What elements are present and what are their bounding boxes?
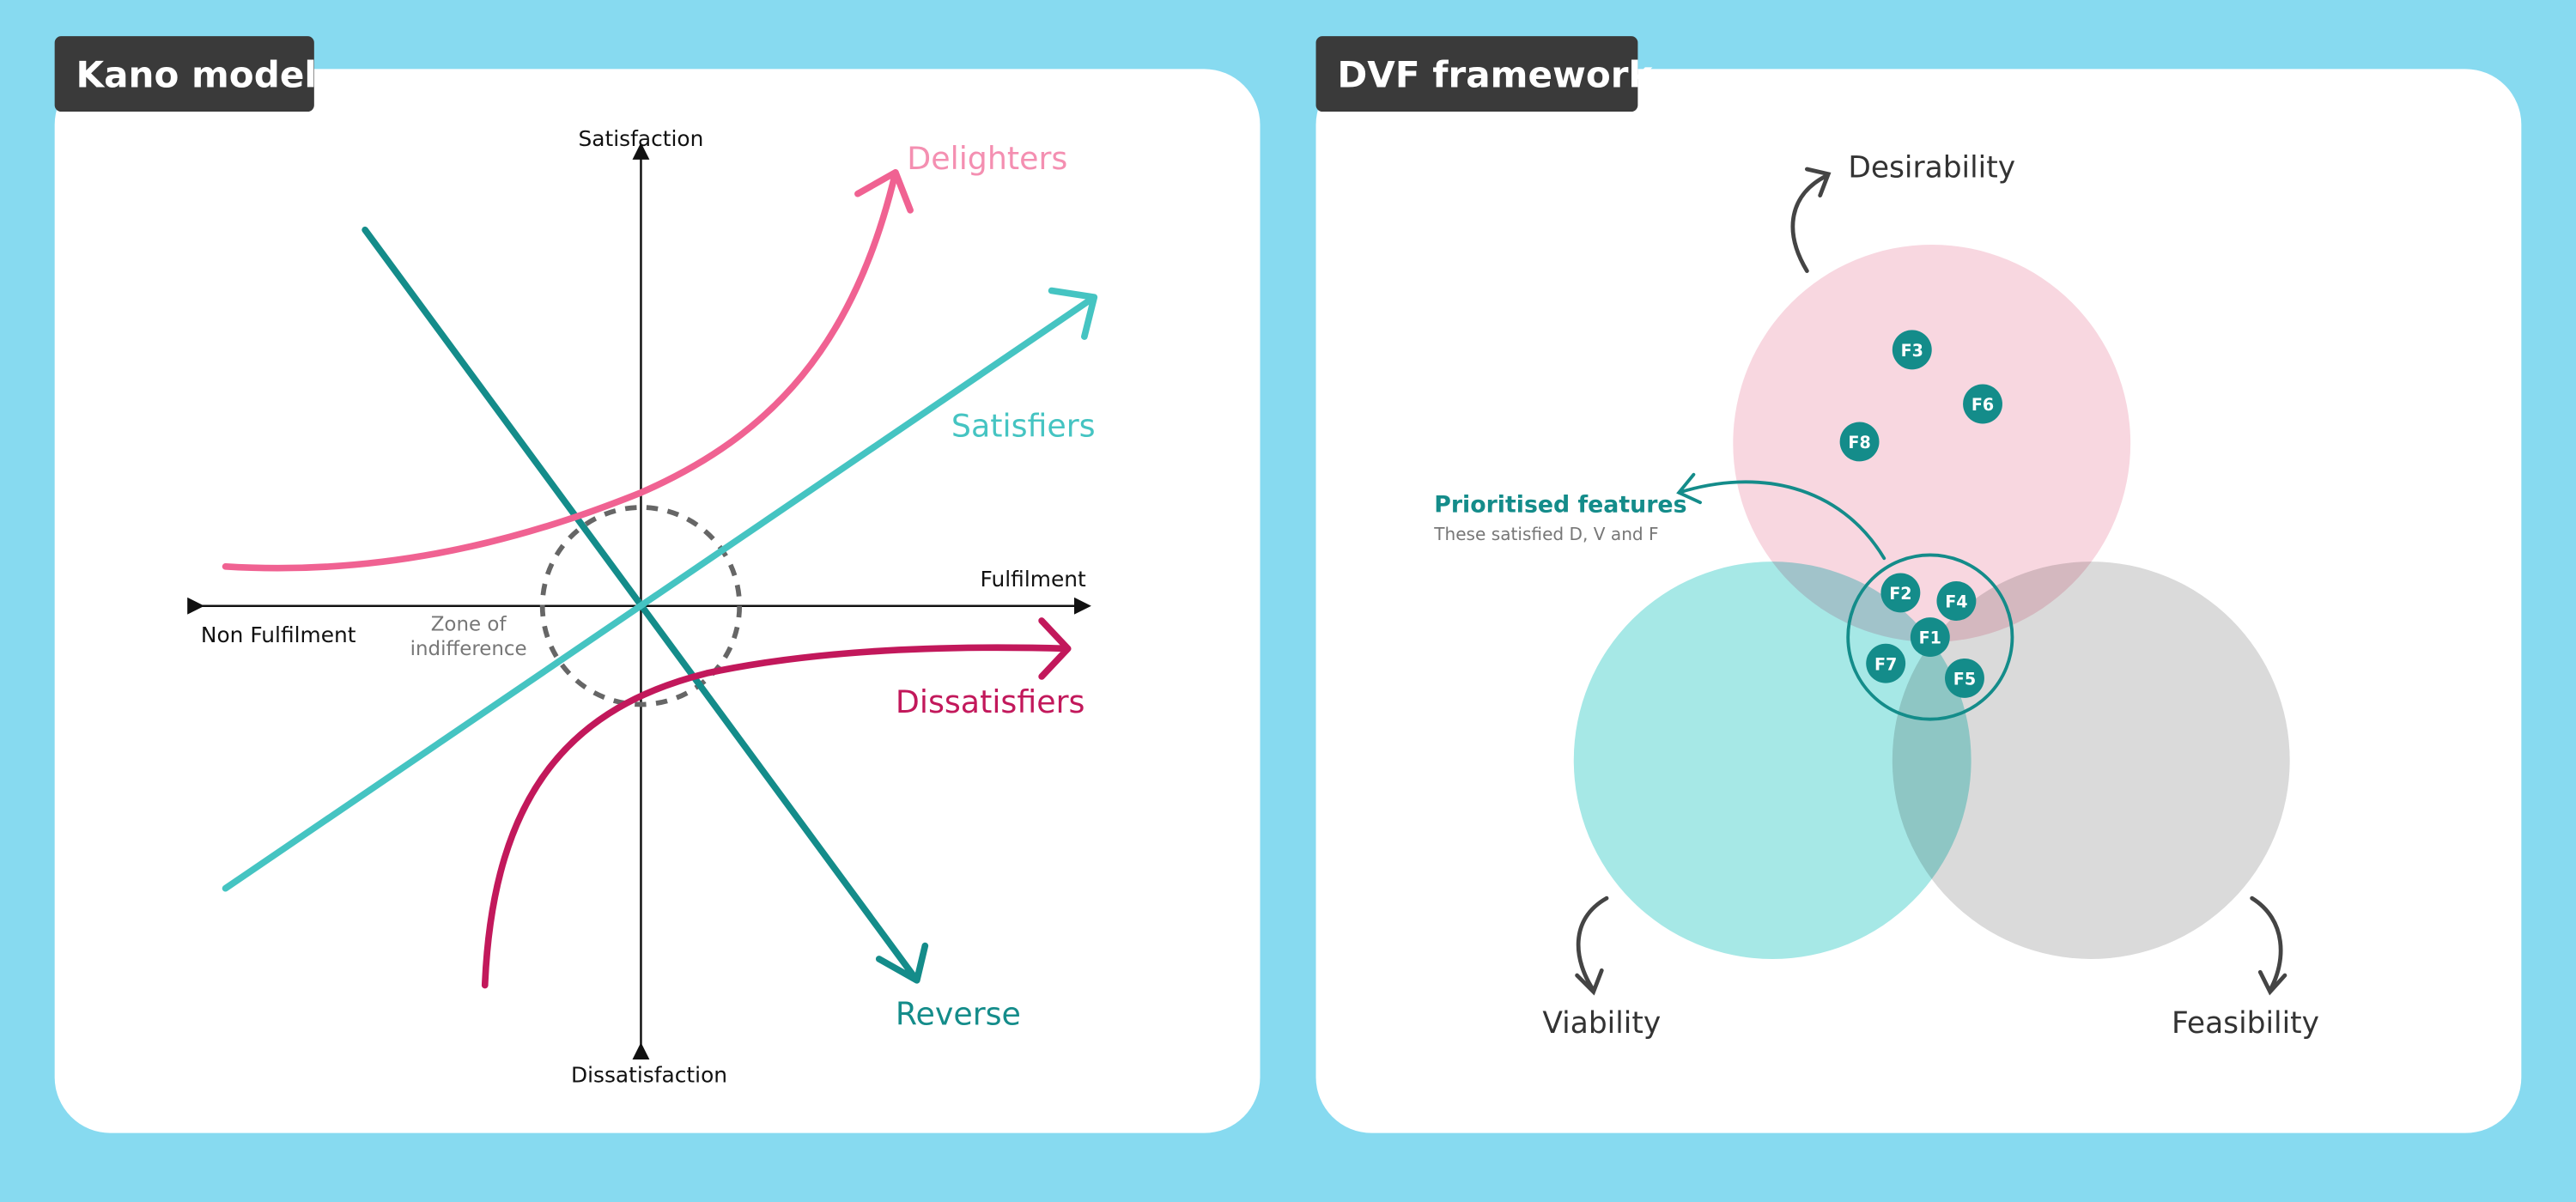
zone-label-line1: Zone of	[431, 613, 507, 635]
feature-f6: F6	[1963, 384, 2002, 424]
callout-subtitle: These satisfied D, V and F	[1433, 524, 1658, 544]
kano-title-badge	[54, 36, 314, 112]
callout-arrow-icon	[1676, 472, 1886, 561]
dissatisfiers-label: Dissatisfiers	[896, 683, 1085, 720]
feature-f2: F2	[1880, 573, 1921, 613]
callout-title: Prioritised features	[1434, 492, 1686, 519]
feature-f7: F7	[1866, 643, 1906, 683]
dvf-title: DVF framework	[1337, 53, 1653, 95]
reverse-label: Reverse	[896, 995, 1021, 1032]
delighters-label: Delighters	[907, 140, 1067, 177]
dvf-title-badge	[1315, 36, 1638, 112]
feature-label: F8	[1848, 433, 1870, 452]
feature-label: F2	[1889, 584, 1911, 604]
delighters-curve	[222, 168, 914, 572]
kano-title: Kano model	[76, 53, 317, 95]
viability-arrow-icon	[1575, 895, 1609, 996]
dissatisfiers-curve	[481, 617, 1072, 989]
feasibility-circle	[1892, 562, 2290, 959]
zone-label-line2: indifference	[410, 638, 527, 660]
prioritised-features-ring	[1846, 553, 2014, 721]
viability-label: Viability	[1542, 1006, 1661, 1041]
satisfiers-curve	[222, 287, 1098, 892]
feature-label: F3	[1901, 341, 1923, 361]
feasibility-arrow-icon	[2250, 895, 2287, 996]
axis-label-satisfaction: Satisfaction	[578, 126, 703, 151]
feature-f4: F4	[1936, 581, 1977, 621]
feature-label: F1	[1919, 628, 1941, 648]
feature-f3: F3	[1892, 330, 1932, 370]
feature-label: F5	[1953, 670, 1976, 689]
feature-f1: F1	[1910, 617, 1950, 658]
axis-label-non-fulfilment: Non Fulfilment	[201, 622, 356, 647]
feature-f8: F8	[1839, 422, 1880, 462]
feature-label: F4	[1945, 592, 1967, 612]
desirability-circle	[1733, 244, 2131, 642]
axis-label-dissatisfaction: Dissatisfaction	[571, 1062, 727, 1087]
feasibility-label: Feasibility	[2172, 1006, 2319, 1041]
satisfiers-label: Satisfiers	[951, 408, 1096, 445]
feature-label: F6	[1971, 395, 1994, 415]
desirability-arrow-icon	[1790, 167, 1832, 273]
feature-f5: F5	[1945, 658, 1984, 698]
zone-of-indifference	[539, 505, 743, 707]
axis-label-fulfilment: Fulfilment	[981, 567, 1086, 592]
desirability-label: Desirability	[1848, 151, 2015, 185]
dvf-panel: DVF framework Desirability Viability Fea…	[1315, 36, 2522, 1133]
kano-panel: Kano model Satisfaction Dissatisfaction …	[54, 36, 1261, 1133]
feature-label: F7	[1874, 654, 1897, 674]
kano-card	[54, 69, 1261, 1133]
